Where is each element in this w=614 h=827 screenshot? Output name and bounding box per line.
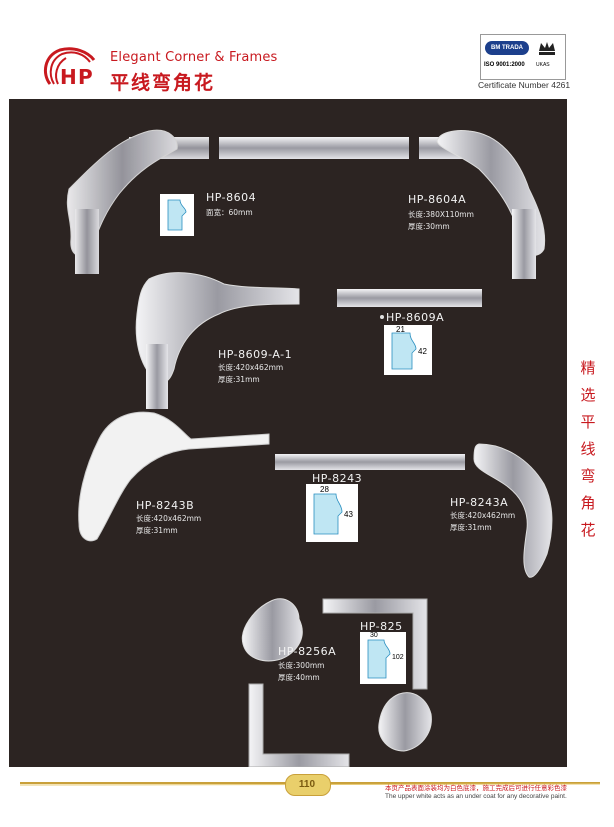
iso-standard: ISO 9001:2000 (484, 62, 525, 68)
hp-825-profile-drawing: 30 102 (360, 632, 406, 684)
page-number-badge (285, 774, 331, 796)
svg-text:H: H (60, 65, 77, 89)
side-char: 花 (580, 521, 596, 539)
hp-8604a-spec-thickness: 厚度:30mm (408, 222, 450, 231)
hp-8256a-spec-thickness: 厚度:40mm (278, 673, 320, 682)
hp-8609a-code: HP-8609A (386, 311, 445, 324)
page-number: 110 (298, 779, 316, 790)
hp-8243a-code: HP-8243A (450, 496, 509, 509)
svg-text:P: P (78, 65, 93, 89)
hp-8243b-spec-thickness: 厚度:31mm (136, 526, 178, 535)
hp-8604a-corner (419, 130, 546, 279)
side-char: 精 (580, 359, 596, 377)
hp-8604-code: HP-8604 (206, 191, 257, 204)
hp-8256-frame (241, 598, 432, 767)
ukas-label: UKAS (536, 62, 550, 68)
hp-8243-straight (275, 454, 465, 470)
hp-825-dim-width: 30 (370, 632, 378, 639)
hp-8243a-spec-length: 长度:420x462mm (450, 511, 516, 520)
hp-8243a-spec-thickness: 厚度:31mm (450, 523, 492, 532)
footer-note-chinese: 本页产品表面涂装均为白色底漆，施工完成后可进行任意彩色漆 (385, 784, 567, 792)
side-char: 线 (580, 440, 596, 458)
brand-chinese: 平线弯角花 (110, 72, 216, 94)
hp-8604-spec: 面宽：60mm (206, 208, 253, 217)
hp-825-code: HP-825 (360, 620, 403, 633)
hp-8604a-spec-length: 长度:380X110mm (408, 210, 474, 219)
certification-badge: BM TRADA UKAS ISO 9001:2000 (480, 34, 566, 80)
hp-8604-straight (219, 137, 409, 159)
side-vertical-title: 精 选 平 线 弯 角 花 (578, 355, 598, 544)
hp-8609a-straight (337, 289, 482, 307)
hp-8609a-dim-width: 21 (396, 325, 405, 334)
product-illustrations (66, 129, 553, 767)
hp-8243b-corner (78, 411, 270, 542)
hp-8243a-corner (473, 443, 553, 578)
bm-trada-logo: BM TRADA (485, 41, 529, 55)
hp-8609-a-1-spec-length: 长度:420x462mm (218, 363, 284, 372)
hp-8243-profile-drawing: 28 43 (306, 484, 358, 542)
hp-8604-corner (66, 129, 209, 274)
side-char: 平 (580, 413, 596, 431)
hp-8609-a-1-spec-thickness: 厚度:31mm (218, 375, 260, 384)
hp-8604a-code: HP-8604A (408, 193, 467, 206)
side-char: 弯 (580, 467, 596, 485)
hp-825-dim-height: 102 (392, 654, 404, 661)
hp-8243b-spec-length: 长度:420x462mm (136, 514, 202, 523)
hp-8609a-profile-drawing: 21 42 (384, 325, 432, 375)
hp-logo-icon: H P (43, 47, 96, 89)
hp-8609-a-1-corner (135, 272, 300, 409)
hp-8243b-code: HP-8243B (136, 499, 195, 512)
hp-8609-a-1-code: HP-8609-A-1 (218, 348, 293, 361)
hp-8243-dim-width: 28 (320, 485, 329, 494)
hp-8243-code: HP-8243 (312, 472, 363, 485)
brand-english: Elegant Corner & Frames (110, 50, 278, 65)
side-char: 选 (580, 386, 596, 404)
hp-8256a-spec-length: 长度:300mm (278, 661, 325, 670)
footer-note-english: The upper white acts as an under coat fo… (385, 793, 567, 800)
bullet-dot-icon (380, 315, 384, 319)
hp-8256a-code: HP-8256A (278, 645, 337, 658)
ukas-crown-icon (535, 39, 559, 61)
side-char: 角 (580, 494, 596, 512)
certificate-number: Certificate Number 4261 (478, 80, 571, 90)
hp-8609a-dim-height: 42 (418, 347, 427, 356)
hp-8243-dim-height: 43 (344, 510, 353, 519)
hp-8604-profile-drawing (160, 194, 194, 236)
